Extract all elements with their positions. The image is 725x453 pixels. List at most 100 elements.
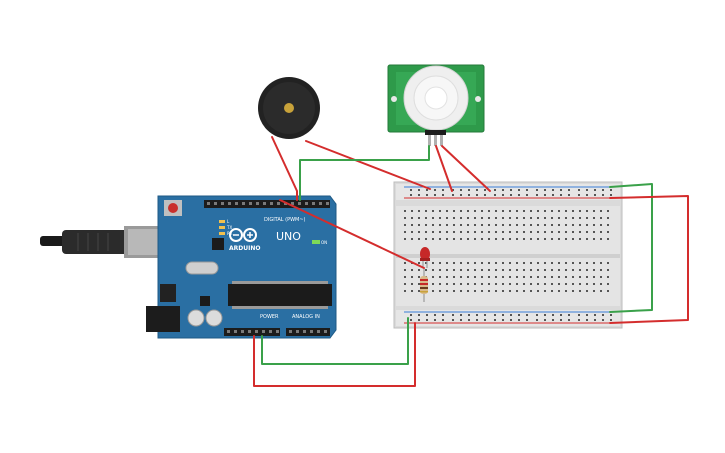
terminal-hole[interactable] (502, 231, 504, 233)
terminal-hole[interactable] (425, 238, 427, 240)
rail-hole[interactable] (594, 319, 596, 321)
terminal-hole[interactable] (516, 224, 518, 226)
terminal-hole[interactable] (551, 262, 553, 264)
rail-hole[interactable] (560, 319, 562, 321)
terminal-hole[interactable] (593, 210, 595, 212)
terminal-hole[interactable] (411, 210, 413, 212)
terminal-hole[interactable] (404, 224, 406, 226)
wire-rail-power-jumper[interactable] (609, 195, 689, 324)
terminal-hole[interactable] (411, 283, 413, 285)
rail-hole[interactable] (544, 314, 546, 316)
terminal-hole[interactable] (551, 231, 553, 233)
terminal-hole[interactable] (481, 276, 483, 278)
power-pin[interactable] (255, 330, 258, 333)
rail-hole[interactable] (568, 189, 570, 191)
terminal-hole[interactable] (586, 290, 588, 292)
terminal-hole[interactable] (495, 210, 497, 212)
terminal-hole[interactable] (544, 269, 546, 271)
resistor[interactable] (420, 268, 428, 302)
terminal-hole[interactable] (607, 217, 609, 219)
terminal-hole[interactable] (467, 210, 469, 212)
rail-hole[interactable] (578, 194, 580, 196)
terminal-hole[interactable] (523, 231, 525, 233)
rail-hole[interactable] (518, 314, 520, 316)
rail-hole[interactable] (434, 194, 436, 196)
terminal-hole[interactable] (460, 283, 462, 285)
rail-hole[interactable] (442, 319, 444, 321)
terminal-hole[interactable] (502, 290, 504, 292)
terminal-hole[interactable] (607, 262, 609, 264)
terminal-hole[interactable] (467, 290, 469, 292)
terminal-hole[interactable] (593, 231, 595, 233)
wire-pir-to-breadboard-1[interactable] (435, 145, 453, 192)
terminal-hole[interactable] (593, 224, 595, 226)
terminal-hole[interactable] (558, 283, 560, 285)
analog-pin[interactable] (289, 330, 292, 333)
terminal-hole[interactable] (488, 290, 490, 292)
rail-hole[interactable] (452, 189, 454, 191)
terminal-hole[interactable] (439, 276, 441, 278)
terminal-hole[interactable] (586, 210, 588, 212)
terminal-hole[interactable] (558, 231, 560, 233)
terminal-hole[interactable] (558, 269, 560, 271)
wire-buzzer-to-breadboard[interactable] (305, 140, 431, 190)
rail-hole[interactable] (544, 319, 546, 321)
power-pin[interactable] (269, 330, 272, 333)
terminal-hole[interactable] (446, 283, 448, 285)
rail-hole[interactable] (610, 194, 612, 196)
terminal-hole[interactable] (516, 269, 518, 271)
rail-hole[interactable] (602, 319, 604, 321)
terminal-hole[interactable] (495, 224, 497, 226)
rail-hole[interactable] (560, 194, 562, 196)
terminal-hole[interactable] (509, 224, 511, 226)
terminal-hole[interactable] (600, 238, 602, 240)
terminal-hole[interactable] (516, 210, 518, 212)
terminal-hole[interactable] (579, 283, 581, 285)
terminal-hole[interactable] (425, 224, 427, 226)
terminal-hole[interactable] (411, 231, 413, 233)
rail-hole[interactable] (468, 189, 470, 191)
rail-hole[interactable] (594, 189, 596, 191)
terminal-hole[interactable] (439, 283, 441, 285)
terminal-hole[interactable] (495, 290, 497, 292)
rail-hole[interactable] (578, 319, 580, 321)
digital-pin[interactable] (256, 202, 259, 205)
digital-header-pins[interactable] (207, 202, 329, 205)
terminal-hole[interactable] (502, 224, 504, 226)
terminal-hole[interactable] (453, 290, 455, 292)
digital-pin[interactable] (298, 202, 301, 205)
terminal-hole[interactable] (460, 210, 462, 212)
rail-hole[interactable] (418, 319, 420, 321)
terminal-hole[interactable] (537, 283, 539, 285)
rail-hole[interactable] (452, 194, 454, 196)
terminal-hole[interactable] (544, 217, 546, 219)
terminal-hole[interactable] (600, 276, 602, 278)
rail-hole[interactable] (434, 319, 436, 321)
terminal-hole[interactable] (446, 231, 448, 233)
rail-hole[interactable] (468, 194, 470, 196)
terminal-hole[interactable] (565, 276, 567, 278)
power-pin[interactable] (234, 330, 237, 333)
terminal-hole[interactable] (495, 283, 497, 285)
terminal-hole[interactable] (481, 217, 483, 219)
power-pin[interactable] (248, 330, 251, 333)
terminal-hole[interactable] (439, 210, 441, 212)
rail-hole[interactable] (426, 194, 428, 196)
terminal-hole[interactable] (565, 231, 567, 233)
terminal-hole[interactable] (488, 269, 490, 271)
terminal-hole[interactable] (411, 290, 413, 292)
terminal-hole[interactable] (404, 290, 406, 292)
terminal-hole[interactable] (453, 262, 455, 264)
terminal-hole[interactable] (488, 276, 490, 278)
rail-hole[interactable] (410, 194, 412, 196)
terminal-hole[interactable] (418, 283, 420, 285)
terminal-hole[interactable] (509, 290, 511, 292)
terminal-hole[interactable] (418, 217, 420, 219)
terminal-hole[interactable] (411, 269, 413, 271)
terminal-hole[interactable] (551, 283, 553, 285)
reset-button-cap[interactable] (168, 203, 178, 213)
terminal-hole[interactable] (474, 283, 476, 285)
terminal-hole[interactable] (439, 238, 441, 240)
wires[interactable] (253, 136, 689, 387)
terminal-hole[interactable] (523, 262, 525, 264)
